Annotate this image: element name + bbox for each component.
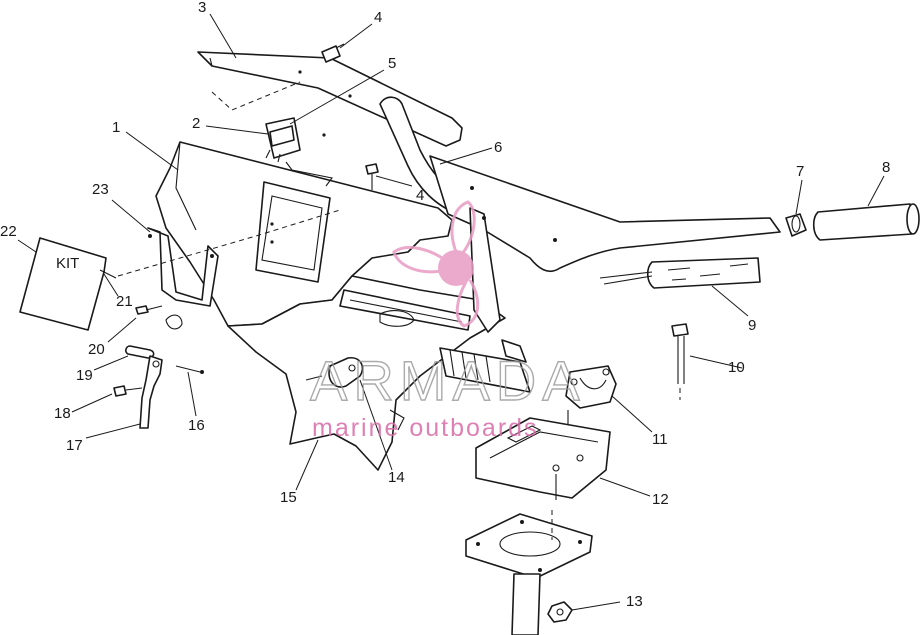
propeller-blade-left — [392, 246, 449, 274]
callout-11: 11 — [652, 431, 668, 448]
callout-16: 16 — [188, 417, 205, 434]
callout-3: 3 — [198, 0, 206, 16]
part-21-screw — [99, 269, 117, 279]
part-4-screw-lower — [365, 163, 379, 190]
leader-lines — [17, 13, 885, 611]
part-1-housing — [155, 133, 453, 327]
callout-17: 17 — [66, 437, 83, 454]
callout-13: 13 — [626, 593, 643, 610]
callout-14: 14 — [388, 469, 405, 486]
plate-label: KIT — [56, 255, 79, 272]
mount-plate — [465, 513, 593, 579]
watermark-brand: ARMADA — [310, 349, 586, 412]
part-4-screw-upper — [321, 43, 345, 63]
callout-18: 18 — [54, 405, 71, 422]
propeller-blade-top — [450, 200, 476, 255]
callout-5: 5 — [388, 55, 396, 72]
callout-4-upper: 4 — [374, 9, 382, 26]
steering-shaft-spline — [439, 339, 531, 393]
callout-19: 19 — [76, 367, 93, 384]
part-14-knob — [305, 356, 364, 388]
propeller-blade-right — [455, 279, 480, 328]
part-7-end-cap — [785, 213, 807, 237]
propeller-logo — [392, 200, 480, 328]
callout-2: 2 — [192, 115, 200, 132]
part-17-cable — [139, 355, 163, 429]
watermark-tagline: marine outboards — [312, 414, 539, 442]
callout-numbers: 3 4 5 2 1 4 6 7 8 9 10 11 12 13 14 15 16… — [0, 0, 890, 610]
part-22-plate: KIT — [19, 237, 107, 331]
part-15-lower-shroud — [227, 275, 506, 471]
watermark: ARMADA marine outboards — [309, 200, 586, 442]
callout-20: 20 — [88, 341, 105, 358]
part-10-bolt — [671, 323, 689, 400]
callout-6: 6 — [494, 139, 502, 156]
part-12-lower-clamp — [475, 417, 611, 500]
part-13-nut — [547, 601, 573, 623]
callout-21: 21 — [116, 293, 133, 310]
callout-4-lower: 4 — [416, 187, 424, 204]
part-8-grip — [812, 203, 920, 241]
part-16-pin — [175, 365, 204, 374]
part-19-bushing — [125, 345, 155, 359]
part-3-cover-strip — [197, 51, 463, 147]
callout-9: 9 — [748, 317, 756, 334]
callout-22: 22 — [0, 223, 17, 240]
callout-12: 12 — [652, 491, 669, 508]
part-20-screw — [135, 305, 163, 315]
callout-23: 23 — [92, 181, 109, 198]
callout-15: 15 — [280, 489, 297, 506]
callout-10: 10 — [728, 359, 745, 376]
callout-7: 7 — [796, 163, 804, 180]
part-9-heated-grip — [599, 257, 761, 289]
part-2-switch — [265, 117, 301, 163]
callout-8: 8 — [882, 159, 890, 176]
part-18-nut — [113, 385, 143, 397]
callout-1: 1 — [112, 119, 120, 136]
steering-post — [511, 573, 541, 635]
part-23-bracket — [147, 227, 219, 330]
propeller-hub — [438, 250, 474, 286]
